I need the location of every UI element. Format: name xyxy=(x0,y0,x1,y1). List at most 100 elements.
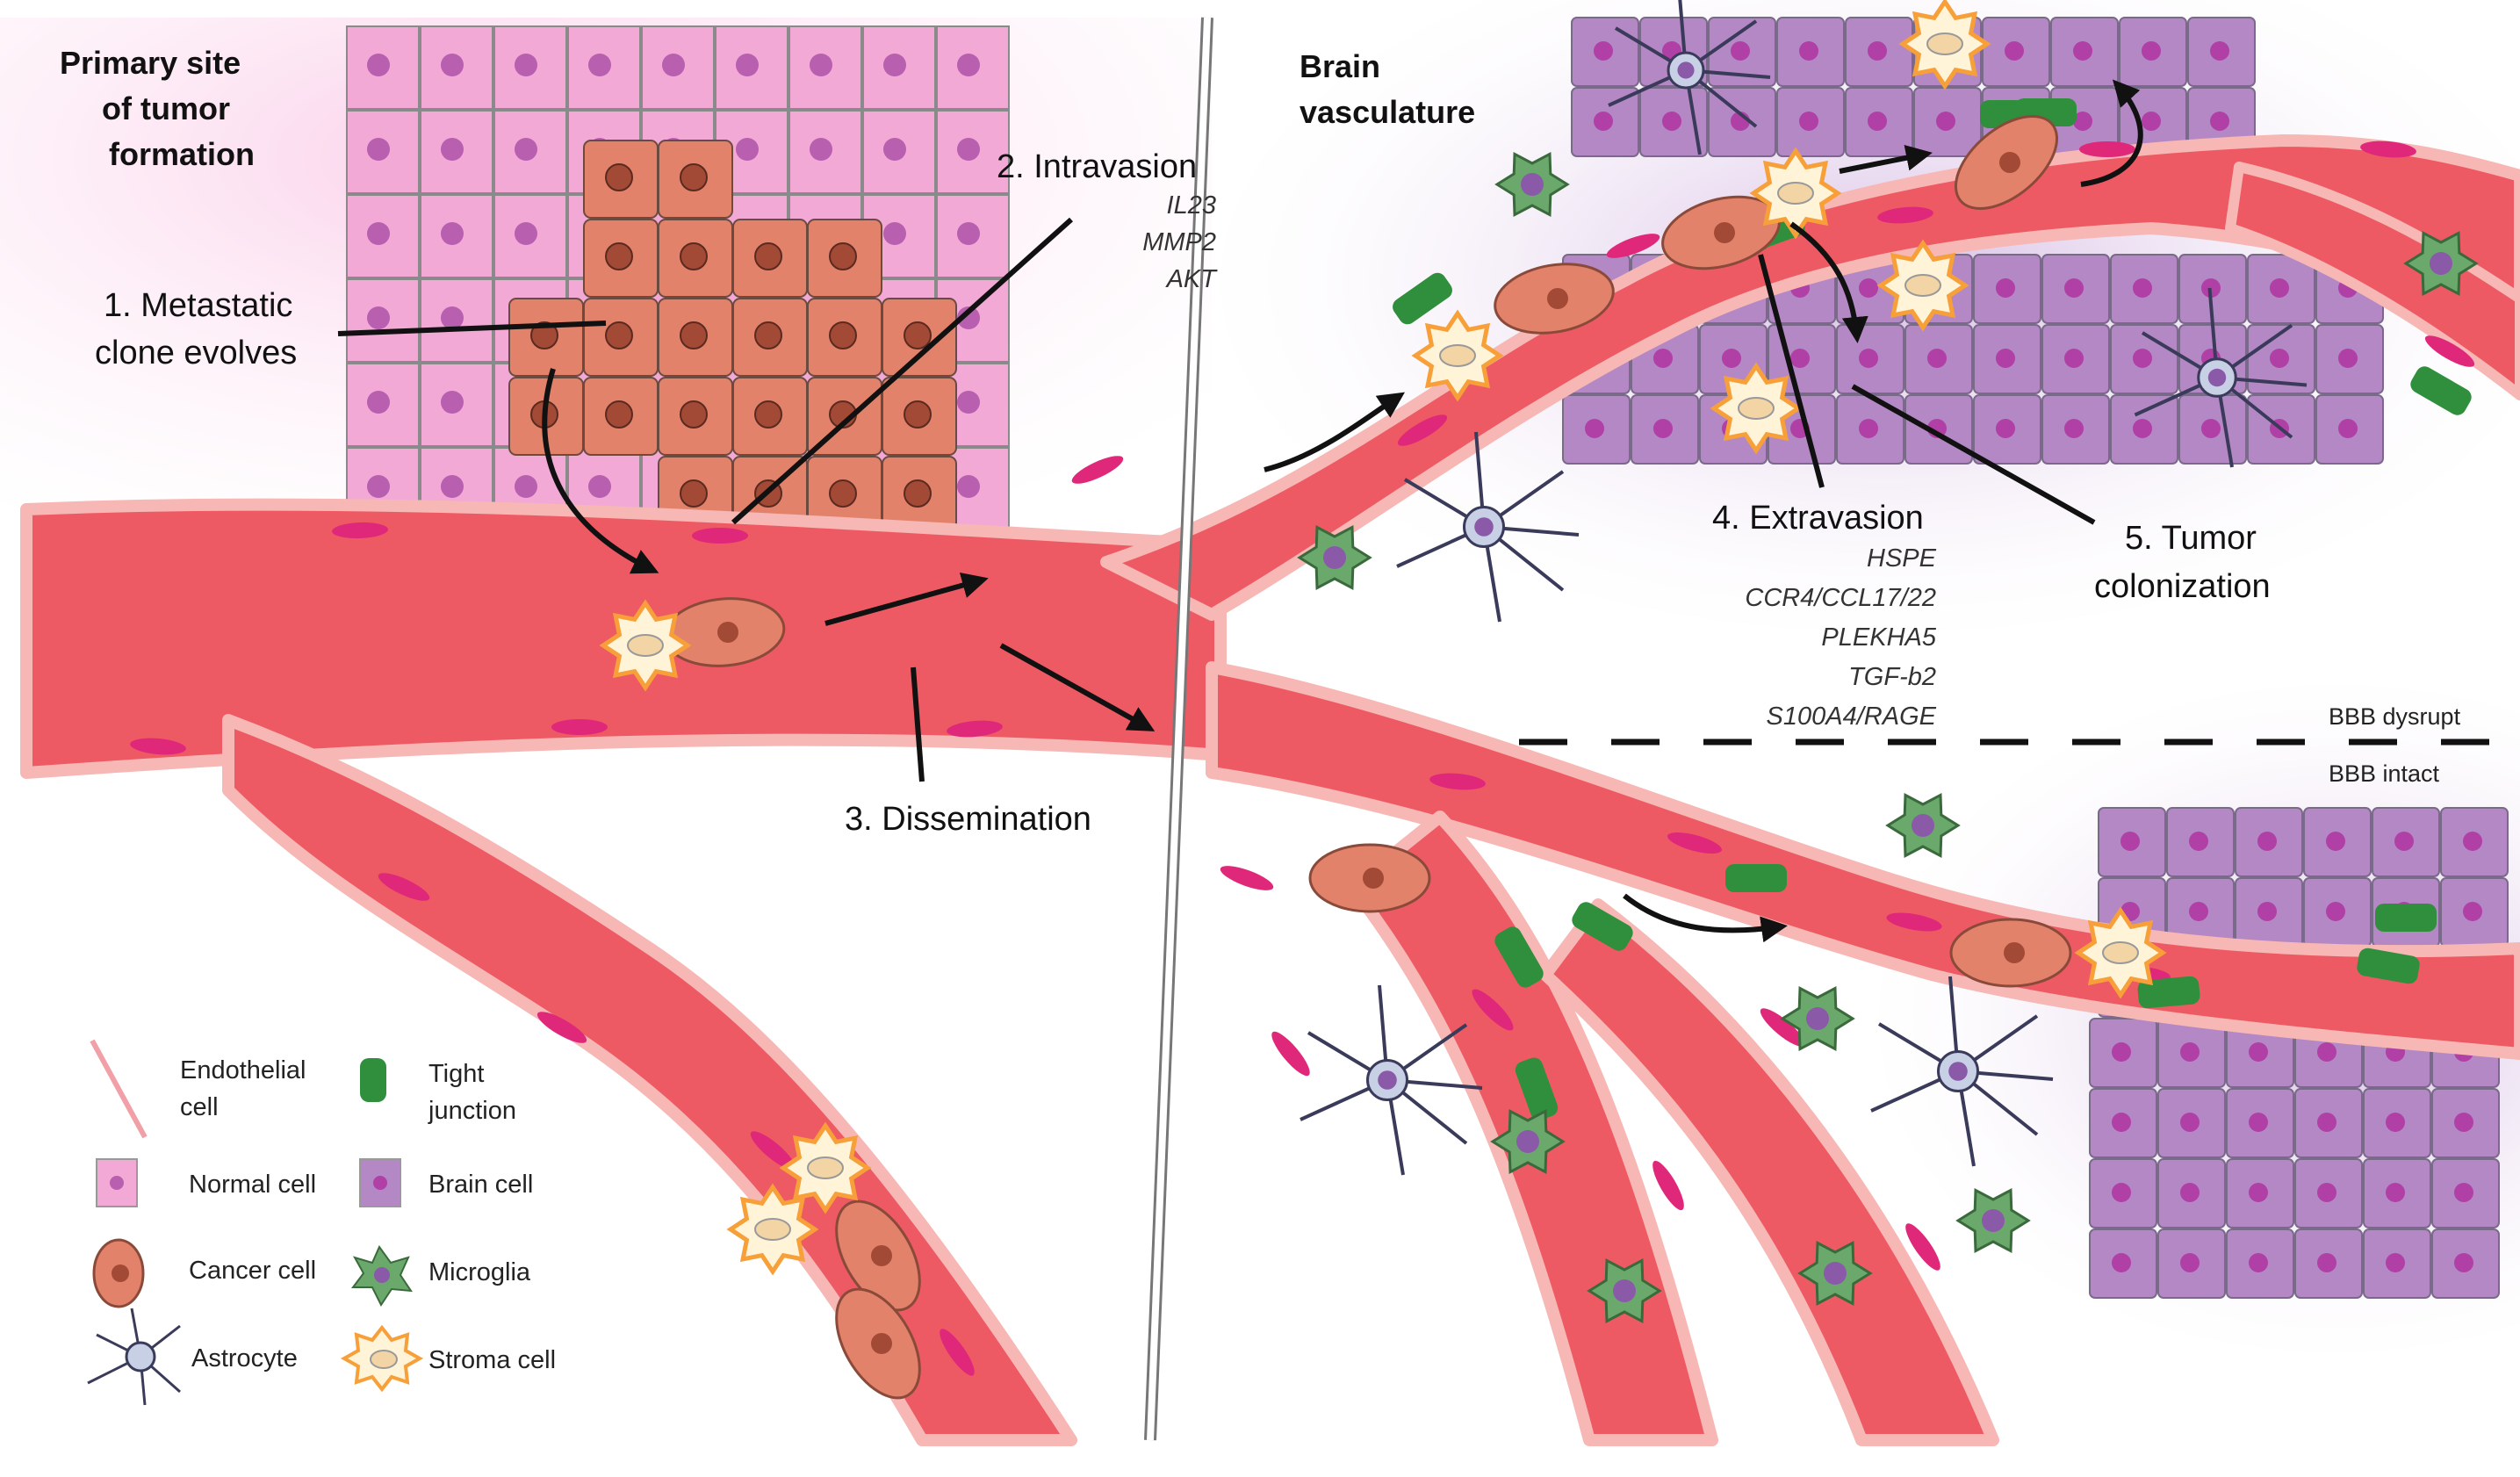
cancer-cell-nucleus xyxy=(829,479,857,508)
cancer-cell-nucleus xyxy=(605,163,633,191)
endothelial-nucleus xyxy=(1886,912,1942,932)
brain-cell-nucleus xyxy=(1859,419,1878,438)
stroma-cell-nucleus xyxy=(1904,274,1941,297)
bbb-dysrupt-label: BBB dysrupt xyxy=(2329,703,2461,730)
normal-cell-nucleus xyxy=(957,391,980,414)
brain-cell-nucleus xyxy=(2201,419,2221,438)
brain-cell-nucleus xyxy=(1996,278,2015,298)
cancer-cell-nucleus xyxy=(2004,942,2025,963)
tight-junction xyxy=(1494,926,1544,988)
endothelial-nucleus xyxy=(940,1329,975,1376)
legend-tight-junction: Tight junction xyxy=(360,1058,516,1125)
brain-cell-nucleus xyxy=(2454,1183,2473,1202)
normal-cell-nucleus xyxy=(883,138,906,161)
cancer-cell-icon-nucleus xyxy=(112,1264,129,1282)
brain-cell-nucleus xyxy=(2189,832,2208,851)
legend-endothelial: Endothelial cell xyxy=(90,1039,306,1139)
normal-cell-nucleus xyxy=(883,222,906,245)
tight-junction xyxy=(1572,902,1633,951)
cancer-cell-nucleus xyxy=(680,479,708,508)
endothelial-nucleus xyxy=(1760,1008,1805,1047)
endothelial-nucleus xyxy=(332,522,388,539)
brain-cell-nucleus xyxy=(1662,112,1681,131)
brain-cell-nucleus xyxy=(2005,41,2024,61)
astrocyte-nucleus xyxy=(1378,1070,1397,1090)
cancer-cell-nucleus xyxy=(530,321,558,349)
normal-cell-nucleus xyxy=(957,306,980,329)
normal-cell-nucleus xyxy=(367,222,390,245)
stroma-cell-nucleus xyxy=(807,1156,844,1179)
tight-junction-icon xyxy=(360,1058,386,1102)
endothelial-nucleus xyxy=(2424,335,2475,367)
microglia-nucleus xyxy=(2430,252,2452,275)
endothelial-nucleus xyxy=(551,719,608,735)
normal-cell-nucleus xyxy=(367,391,390,414)
cancer-cell-nucleus xyxy=(1547,288,1568,309)
brain-cell-nucleus xyxy=(1594,41,1613,61)
brain-title-line-1: Brain xyxy=(1300,48,1380,84)
normal-cell-nucleus xyxy=(588,475,611,498)
cancer-cell-nucleus xyxy=(829,321,857,349)
step5-line-2: colonization xyxy=(2094,568,2271,605)
microglia-nucleus xyxy=(1323,546,1346,569)
brain-cell-nucleus xyxy=(2180,1113,2200,1132)
brain-cell-nucleus xyxy=(2142,41,2161,61)
endothelial-nucleus xyxy=(1271,1031,1310,1077)
endothelial-nucleus xyxy=(536,1012,587,1043)
brain-cell-nucleus xyxy=(2133,349,2152,368)
cancer-cell-nucleus xyxy=(754,321,782,349)
brain-cell-nucleus xyxy=(2180,1253,2200,1272)
right-lower-branch xyxy=(1206,661,2520,1060)
normal-cell-nucleus xyxy=(736,54,759,76)
brain-cell-nucleus xyxy=(2270,278,2289,298)
endothelial-nucleus xyxy=(1472,989,1514,1031)
legend-astrocyte: Astrocyte xyxy=(87,1308,298,1406)
brain-cell-nucleus xyxy=(1859,278,1878,298)
endothelial-nucleus xyxy=(1429,773,1486,790)
endothelial-nucleus xyxy=(1397,414,1448,446)
normal-cell-nucleus xyxy=(810,138,832,161)
brain-cell-nucleus xyxy=(1653,349,1673,368)
arrow-extravasion-2 xyxy=(1789,221,1868,343)
primary-site-title: Primary site of tumor formation xyxy=(60,45,255,172)
legend-microglia: Microglia xyxy=(351,1245,531,1307)
normal-cell-nucleus xyxy=(367,306,390,329)
legend-endothelial-line-2: cell xyxy=(180,1093,219,1121)
legend-endothelial-line-1: Endothelial xyxy=(180,1056,306,1084)
microglia-icon-nucleus xyxy=(374,1267,390,1283)
normal-cell-nucleus xyxy=(662,54,685,76)
brain-cell-nucleus xyxy=(2064,419,2084,438)
cancer-cell-nucleus xyxy=(717,622,738,643)
cancer-cell-nucleus xyxy=(829,242,857,270)
tight-junction xyxy=(1725,864,1787,892)
legend-microglia-label: Microglia xyxy=(428,1258,531,1286)
step4-gene-5: S100A4/RAGE xyxy=(1767,702,1937,731)
astrocyte-cell xyxy=(1870,976,2054,1167)
cancer-cell-nucleus xyxy=(680,321,708,349)
step4-title: 4. Extravasion xyxy=(1712,500,1924,537)
brain-cell-nucleus xyxy=(2386,1113,2405,1132)
right-down-branch-2 xyxy=(1539,898,1999,1446)
stroma-cell-nucleus xyxy=(2102,941,2139,964)
normal-cell-nucleus xyxy=(515,138,537,161)
microglia-nucleus xyxy=(1806,1007,1829,1030)
stroma-cell-nucleus xyxy=(1926,32,1963,55)
normal-cell-nucleus xyxy=(441,475,464,498)
legend-cancer-cell-label: Cancer cell xyxy=(189,1257,316,1285)
microglia-nucleus xyxy=(1824,1262,1847,1285)
microglia-nucleus xyxy=(1516,1130,1539,1153)
brain-cell-nucleus xyxy=(2210,41,2229,61)
normal-cell-nucleus xyxy=(957,54,980,76)
legend-tight-junction-line-2: junction xyxy=(428,1097,516,1125)
cancer-cell-nucleus xyxy=(1714,222,1735,243)
brain-cell-nucleus xyxy=(1731,41,1750,61)
astrocyte-nucleus xyxy=(1948,1062,1968,1081)
legend-astrocyte-label: Astrocyte xyxy=(191,1344,298,1373)
normal-cell-nucleus xyxy=(367,138,390,161)
cancer-cell-nucleus xyxy=(680,163,708,191)
endothelial-nucleus xyxy=(1877,206,1933,224)
cancer-cell-nucleus xyxy=(904,321,932,349)
microglia-nucleus xyxy=(1613,1279,1636,1302)
endothelial-nucleus xyxy=(750,1131,796,1170)
brain-cell-nucleus xyxy=(1996,419,2015,438)
